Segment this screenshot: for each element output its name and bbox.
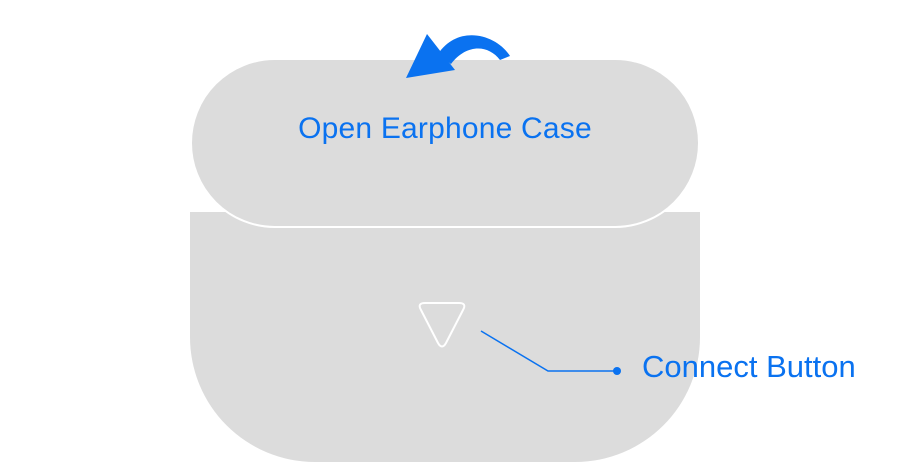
open-case-label: Open Earphone Case <box>298 112 592 145</box>
curved-arrow-left-icon <box>406 34 510 78</box>
case-lid: Open Earphone Case <box>190 58 700 228</box>
connect-leader-line <box>480 330 621 375</box>
case-body <box>190 212 700 462</box>
triangle-button-icon[interactable] <box>418 302 466 348</box>
connect-button-label: Connect Button <box>642 349 856 384</box>
